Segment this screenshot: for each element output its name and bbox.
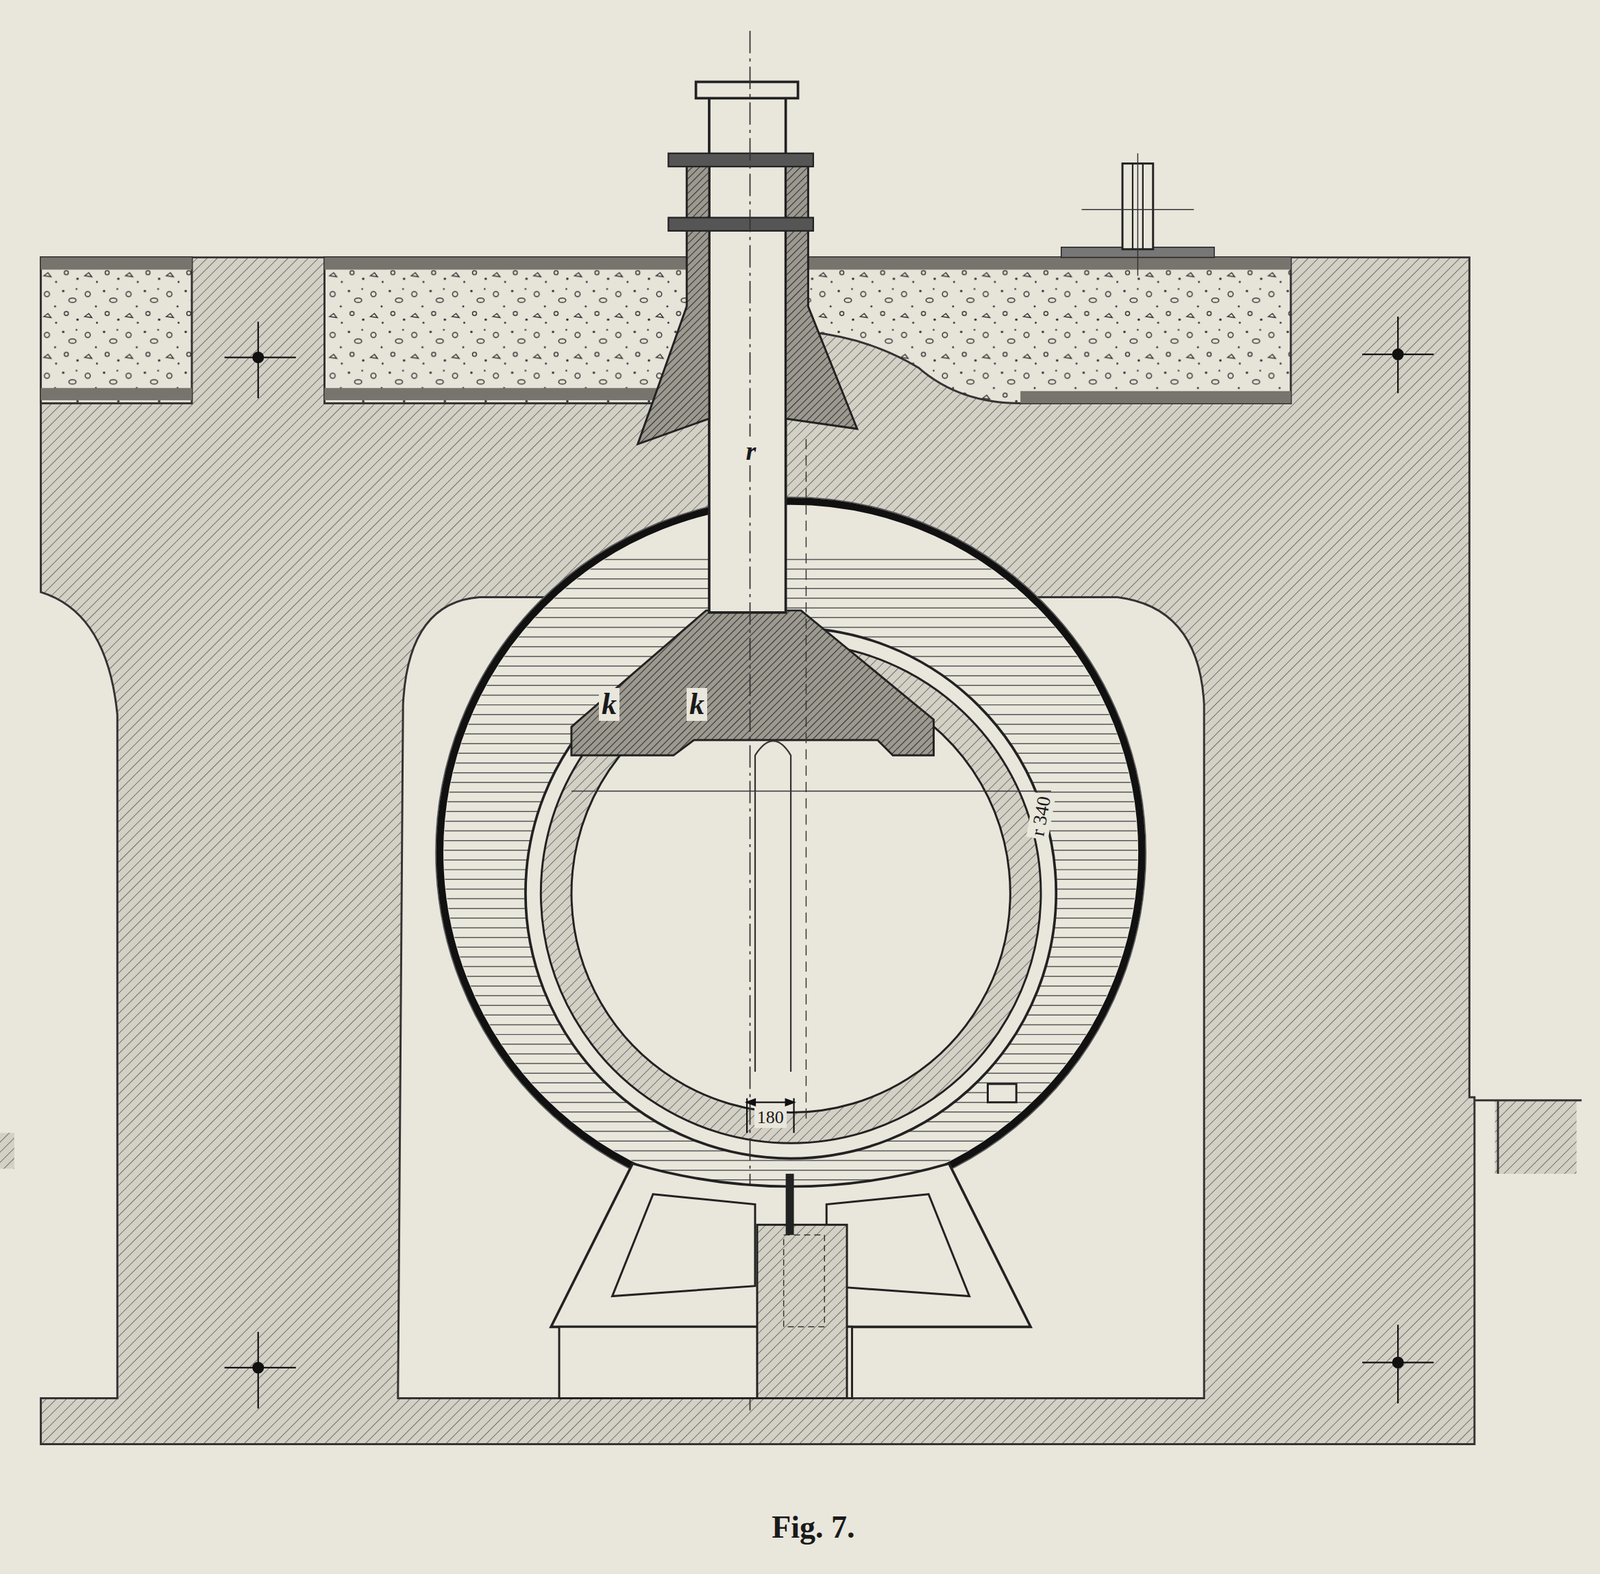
sleeve	[785, 163, 858, 429]
ground	[0, 1132, 15, 1169]
dimension-line	[746, 1098, 795, 1134]
boiler-sphere	[435, 497, 1146, 1208]
dimension-value: 180	[754, 1107, 787, 1128]
reference-mark	[224, 316, 1435, 1409]
support	[550, 1163, 1031, 1399]
part-label: k	[598, 687, 620, 721]
figure-caption: Fig. 7.	[768, 1510, 858, 1545]
part-label: k	[686, 687, 708, 721]
cone	[571, 610, 934, 756]
pipe	[709, 97, 786, 613]
water	[428, 559, 1153, 1200]
sleeve	[637, 163, 710, 445]
ground	[1495, 1100, 1577, 1174]
part-label: r	[743, 436, 760, 466]
fitting	[1061, 153, 1215, 277]
